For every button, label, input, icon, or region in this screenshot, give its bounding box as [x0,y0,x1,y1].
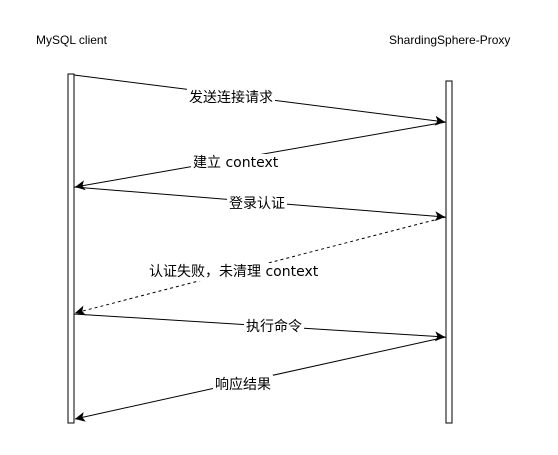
response-result-label: 响应结果 [215,376,271,393]
message-login-auth: 登录认证 [73,186,446,222]
execute-command-label: 执行命令 [246,318,302,335]
create-context-label-bg [191,154,281,172]
message-create-context: 建立 context [74,121,447,191]
execute-command-label-bg [244,317,304,336]
auth-failed-label-bg [147,263,321,281]
participant-proxy-label: ShardingSphere-Proxy [389,33,510,47]
connect-request-label-bg [187,88,275,107]
proxy-lifeline [445,80,453,424]
login-auth-label-bg [227,195,287,213]
message-response-result: 响应结果 [74,336,447,422]
create-context-label: 建立 context [193,155,279,171]
message-connect-request: 发送连接请求 [73,74,446,126]
message-execute-command: 执行命令 [73,313,446,342]
connect-request-label: 发送连接请求 [189,89,273,106]
auth-failed-label: 认证失败，未清理 context [149,264,319,280]
auth-failed-arrow [74,216,447,316]
message-auth-failed: 认证失败，未清理 context [74,216,447,316]
response-result-label-bg [213,375,273,394]
client-lifeline [67,73,75,424]
login-auth-label: 登录认证 [229,196,285,212]
participant-client-label: MySQL client [36,33,108,47]
